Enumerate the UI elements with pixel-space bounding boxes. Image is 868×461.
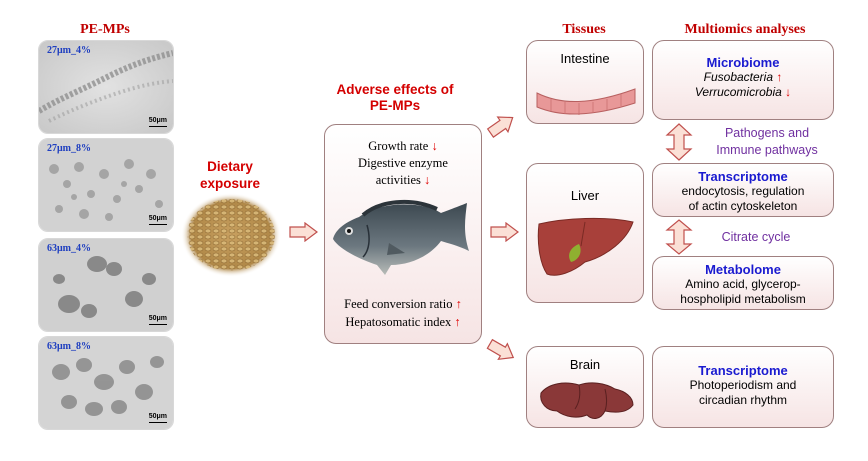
intestine-box: Intestine (526, 40, 644, 124)
scale-bar: 50μm (148, 215, 167, 225)
micrograph-63um-8pct: 63μm_8% 50μm (38, 336, 174, 430)
metabolome-title: Metabolome (705, 262, 781, 277)
fusobacteria-text: Fusobacteria (703, 70, 774, 84)
multiomics-header: Multiomics analyses (684, 22, 806, 37)
liver-image (537, 217, 634, 276)
feed-conversion-text: Feed conversion ratio (344, 297, 453, 311)
micrograph-label: 27μm_8% (47, 143, 91, 154)
micrograph-27um-4pct: 27μm_4% 50μm (38, 40, 174, 134)
brain-box: Brain (526, 346, 644, 428)
brain-transcriptome-line2: circadian rhythm (698, 393, 788, 407)
liver-transcriptome-content: Transcriptome endocytosis, regulation of… (653, 169, 833, 214)
micrograph-image (39, 337, 173, 429)
arrow-right-icon (490, 222, 519, 242)
citrate-cycle-label: Citrate cycle (721, 230, 791, 244)
microbiome-title: Microbiome (706, 55, 780, 70)
up-arrow-icon: ↑ (455, 297, 462, 311)
microbiome-content: Microbiome Fusobacteria ↑ Verrucomicrobi… (653, 55, 833, 100)
scale-bar: 50μm (148, 315, 167, 325)
metabolome-box: Metabolome Amino acid, glycerop- hosphol… (652, 256, 834, 310)
brain-image (540, 382, 634, 419)
scale-bar: 50μm (148, 117, 167, 127)
brain-transcriptome-box: Transcriptome Photoperiodism and circadi… (652, 346, 834, 428)
metabolome-content: Metabolome Amino acid, glycerop- hosphol… (653, 262, 833, 307)
up-arrow-icon: ↑ (776, 70, 783, 84)
arrow-down-right-icon (486, 338, 515, 361)
down-arrow-icon: ↓ (785, 85, 792, 99)
liver-transcriptome-box: Transcriptome endocytosis, regulation of… (652, 163, 834, 217)
metabolome-line2: hospholipid metabolism (680, 292, 806, 306)
liver-transcriptome-title: Transcriptome (698, 169, 788, 184)
adverse-bottom-text: Feed conversion ratio ↑ Hepatosomatic in… (325, 295, 481, 331)
brain-transcriptome-content: Transcriptome Photoperiodism and circadi… (653, 363, 833, 408)
brain-transcriptome-line1: Photoperiodism and (689, 378, 797, 392)
activities-line: activities ↓ (325, 172, 481, 189)
feed-pellets-image (181, 193, 281, 277)
dietary-exposure-title: Dietary exposure (188, 158, 272, 192)
growth-rate-text: Growth rate (368, 139, 429, 153)
pathogens-line1: Pathogens and (724, 126, 810, 140)
micrograph-image (39, 139, 173, 231)
digestive-enzyme-text: Digestive enzyme (358, 156, 448, 170)
metabolome-line1: Amino acid, glycerop- (685, 277, 801, 291)
intestine-image (536, 88, 636, 115)
liver-box: Liver (526, 163, 644, 303)
adverse-title-line2: PE-MPs (369, 98, 421, 113)
micrograph-label: 63μm_4% (47, 243, 91, 254)
feed-conversion-line: Feed conversion ratio ↑ (325, 295, 481, 313)
up-arrow-icon: ↑ (454, 315, 461, 329)
tissues-header: Tissues (562, 22, 606, 37)
hepatosomatic-text: Hepatosomatic index (345, 315, 452, 329)
adverse-effects-title: Adverse effects of PE-MPs (320, 82, 470, 114)
arrow-right-icon (289, 222, 318, 242)
intestine-label: Intestine (560, 51, 610, 66)
hepatosomatic-line: Hepatosomatic index ↑ (325, 313, 481, 331)
double-arrow-icon (665, 123, 693, 161)
fusobacteria-line: Fusobacteria ↑ (653, 70, 833, 85)
down-arrow-icon: ↓ (424, 173, 431, 187)
liver-transcriptome-line1: endocytosis, regulation (681, 184, 805, 198)
verrucomicrobia-line: Verrucomicrobia ↓ (653, 85, 833, 100)
dietary-line1: Dietary (207, 159, 253, 174)
micrograph-27um-8pct: 27μm_8% 50μm (38, 138, 174, 232)
growth-rate-line: Growth rate ↓ (325, 138, 481, 155)
microbiome-box: Microbiome Fusobacteria ↑ Verrucomicrobi… (652, 40, 834, 120)
micrograph-label: 27μm_4% (47, 45, 91, 56)
brain-transcriptome-title: Transcriptome (698, 363, 788, 378)
adverse-effects-box: Growth rate ↓ Digestive enzyme activitie… (324, 124, 482, 344)
dietary-line2: exposure (199, 176, 261, 191)
pe-mps-header: PE-MPs (80, 22, 130, 37)
arrow-up-right-icon (486, 116, 514, 138)
scale-bar: 50μm (148, 413, 167, 423)
double-arrow-icon (665, 219, 693, 255)
micrograph-63um-4pct: 63μm_4% 50μm (38, 238, 174, 332)
adverse-top-text: Growth rate ↓ Digestive enzyme activitie… (325, 138, 481, 189)
activities-text: activities (375, 173, 421, 187)
liver-transcriptome-line2: of actin cytoskeleton (688, 199, 798, 213)
pathogens-immune-label: Pathogens and Immune pathways (702, 125, 832, 159)
adverse-title-line1: Adverse effects of (336, 82, 454, 97)
brain-label: Brain (569, 357, 601, 372)
liver-label: Liver (570, 188, 600, 203)
tilapia-fish-image (333, 199, 469, 275)
verrucomicrobia-text: Verrucomicrobia (694, 85, 782, 99)
micrograph-image (39, 41, 173, 133)
micrograph-image (39, 239, 173, 331)
pathogens-line2: Immune pathways (716, 143, 818, 157)
micrograph-label: 63μm_8% (47, 341, 91, 352)
down-arrow-icon: ↓ (431, 139, 438, 153)
